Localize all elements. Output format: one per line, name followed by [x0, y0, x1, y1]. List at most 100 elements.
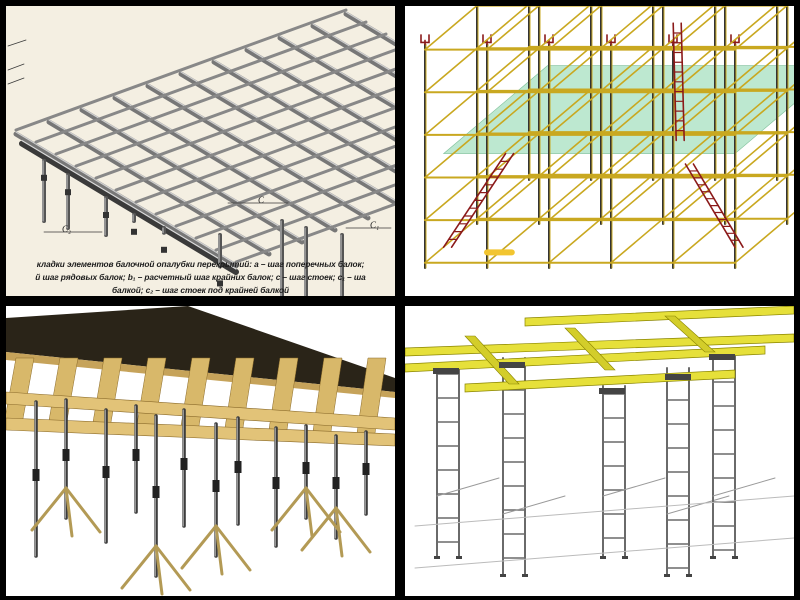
front-girder: [19, 140, 239, 275]
transom-bar: [672, 46, 778, 136]
tripod-leg: [64, 486, 102, 534]
ground-line: [414, 537, 794, 569]
transom-bar: [672, 174, 778, 264]
base-plate: [664, 574, 670, 577]
transom-bar: [486, 6, 591, 94]
post-clamp: [131, 228, 137, 235]
transom-bar: [610, 6, 664, 51]
base-plate: [710, 556, 716, 559]
transom-bar: [424, 174, 530, 264]
transom-bar: [610, 6, 715, 94]
transom-bar: [424, 46, 530, 136]
transom-bar: [672, 6, 726, 51]
post-clamp: [161, 246, 167, 253]
yellow-secondary-beam: [664, 315, 716, 353]
prop-collar: [362, 463, 370, 475]
transom-bar: [486, 174, 592, 264]
tripod-leg: [300, 506, 338, 552]
front-girder-highlight: [21, 140, 237, 270]
cross-brace: [602, 477, 666, 497]
prop-collar: [272, 477, 280, 489]
secondary-beam: [214, 183, 395, 252]
transom-bar: [734, 169, 794, 221]
prop-collar: [102, 466, 110, 478]
beam-head-support: [709, 354, 735, 360]
base-plate: [600, 556, 606, 559]
formwork-sketch-panel: C₂ C C₁ кладки элементов балочной опалуб…: [6, 6, 395, 296]
secondary-beam: [114, 86, 395, 192]
prop-collar: [132, 449, 140, 461]
transom-bar: [610, 174, 716, 264]
caption-line-1: кладки элементов балочной опалубки перек…: [36, 259, 365, 269]
tripod-leg: [214, 524, 224, 576]
transom-bar: [424, 88, 530, 179]
transom-bar: [548, 46, 654, 136]
primary-beam-highlight: [312, 23, 395, 74]
leader-mark: [7, 39, 27, 47]
post-clamp: [217, 280, 223, 287]
tripod-leg: [270, 486, 308, 532]
work-deck: [442, 65, 794, 154]
primary-timber-beam: [6, 391, 395, 431]
prop-collar: [152, 486, 160, 498]
transom-bar: [424, 131, 530, 221]
secondary-beam: [234, 202, 395, 264]
transom-bar: [734, 83, 794, 136]
primary-beam: [46, 119, 272, 257]
prop-collar: [180, 458, 188, 470]
transom-bar: [486, 6, 540, 51]
secondary-beam: [14, 8, 348, 132]
primary-beam: [13, 131, 239, 269]
caption-line-3: балкой; с₂ – шаг стоек под крайней балко…: [111, 285, 289, 295]
transom-bar: [610, 131, 716, 221]
yellow-secondary-beam: [564, 327, 616, 371]
secondary-beam: [34, 20, 368, 144]
secondary-beam: [54, 32, 388, 156]
beam-head-support: [665, 374, 691, 380]
secondary-beam: [154, 125, 395, 216]
scaffold-tower-drawing: [420, 6, 794, 269]
tripod-leg: [334, 506, 372, 554]
post-clamp: [65, 189, 71, 196]
transom-bar: [548, 6, 653, 94]
prop-collar: [32, 469, 40, 481]
tripod-leg: [214, 524, 252, 572]
timber-formwork-panel: [6, 306, 395, 596]
ground-line: [414, 495, 794, 527]
transom-bar: [548, 174, 654, 264]
transom-bar: [424, 6, 529, 94]
transom-bar: [486, 131, 592, 221]
tripod-leg: [334, 506, 344, 558]
leader-mark: [7, 63, 25, 71]
secondary-beam: [134, 106, 395, 204]
tripod-leg: [64, 486, 74, 538]
beam-head-support: [499, 362, 525, 368]
transom-bar: [672, 6, 777, 94]
transom-bar: [424, 6, 478, 51]
primary-beam: [112, 95, 338, 233]
base-plate: [456, 556, 462, 559]
transom-bar: [734, 41, 794, 94]
formwork-sketch-drawing: [7, 8, 395, 296]
transom-bar: [734, 211, 794, 264]
secondary-beam: [94, 67, 395, 180]
prop-collar: [332, 477, 340, 489]
secondary-beam: [74, 48, 395, 168]
base-plate: [686, 574, 692, 577]
transom-bar: [672, 131, 778, 221]
tripod-leg: [154, 544, 164, 596]
post-clamp: [103, 212, 109, 218]
prop-collar: [62, 449, 70, 461]
secondary-beam: [194, 164, 395, 240]
base-plate: [522, 574, 528, 577]
scaffold-tower-panel: [405, 6, 794, 296]
frame-scaffold-drawing: [405, 306, 794, 577]
transom-bar: [672, 88, 778, 179]
plywood-slab-underside: [6, 306, 395, 392]
base-plate: [434, 556, 440, 559]
transom-bar: [734, 126, 794, 179]
frame-scaffold-panel: [405, 306, 794, 596]
cross-brace: [666, 495, 730, 515]
cross-brace: [502, 495, 566, 515]
